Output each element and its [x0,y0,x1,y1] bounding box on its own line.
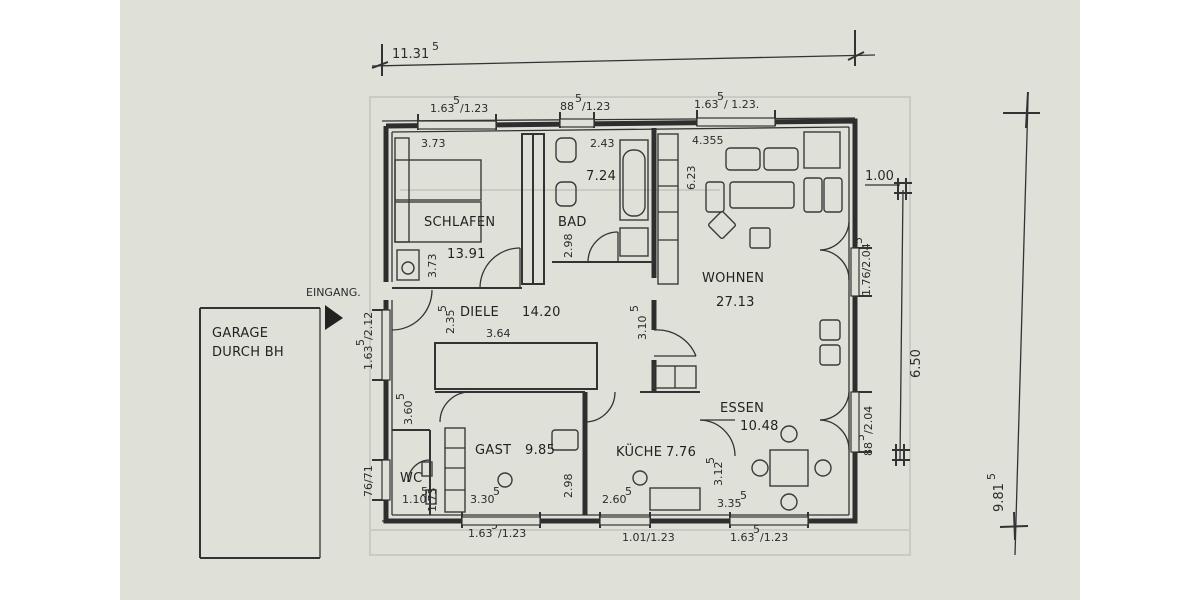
gast-width: 3.30 [470,493,495,506]
kueche-width: 2.60 [602,493,627,506]
garage-label-line1: GARAGE [212,326,268,341]
diele-name: DIELE [460,305,499,320]
essen-width-sup: 5 [740,489,747,502]
right-depth-dimension: 6.50 1.00 [865,169,924,466]
stair-length: 3.64 [486,327,511,340]
bad-width: 2.43 [590,137,615,150]
overall-width-sup: 5 [432,40,439,53]
right-window-lower-tail: /2.04 [862,406,875,434]
room-labels: SCHLAFEN 13.91 BAD 7.24 WOHNEN 27.13 DIE… [400,169,779,486]
plan-sheet: 11.31 5 9.81 5 6.50 1.00 1.63 5 /1 [120,0,1080,600]
garage-label-line2: DURCH BH [212,345,284,360]
left-window-upper-label: 1.63 [362,346,375,371]
kueche-name: KÜCHE [616,443,662,460]
bottom-window-right-tail: /1.23 [760,531,788,544]
right-depth-label: 6.50 [909,349,924,378]
overall-width-label: 11.31 [392,47,429,62]
right-window-upper-sup: 5 [852,237,865,244]
kueche-area: 7.76 [666,445,696,460]
bottom-window-right-label: 1.63 [730,531,755,544]
top-window-mid-label: 88 [560,100,574,113]
bad-name: BAD [558,215,587,230]
gast-name: GAST [475,443,511,458]
room-dimension-labels: 3.73 3.73 2.43 2.98 4.355 6.23 2.35 5 3.… [394,134,747,512]
gast-depth: 3.60 [402,401,415,426]
gast-height: 2.98 [562,474,575,499]
gast-area: 9.85 [525,443,555,458]
right-window-lower-label: 88 [862,442,875,456]
essen-name: ESSEN [720,401,764,416]
bad-area: 7.24 [586,169,616,184]
left-window-upper-tail: /2.12 [362,312,375,340]
top-window-right-label: 1.63 [694,98,719,111]
top-window-mid-tail: /1.23 [582,100,610,113]
right-window-upper-label: 1.76/2.04 [860,243,873,296]
gast-width-sup: 5 [493,485,500,498]
wc-depth: 1.73 [426,488,439,513]
top-window-left-tail: /1.23 [460,102,488,115]
top-window-left-sup: 5 [453,94,460,107]
diele-area: 14.20 [522,305,561,320]
bleed-through-ghost [369,96,911,556]
diele-depth: 2.35 [444,310,457,335]
wohnen-depth: 6.23 [685,166,698,191]
interior-walls [392,128,700,515]
essen-area: 10.48 [740,419,779,434]
left-window-lower-label: 76/71 [362,465,375,497]
wohnen-width: 4.355 [692,134,724,147]
top-window-mid-sup: 5 [575,92,582,105]
schlafen-depth: 3.73 [426,254,439,279]
right-offset-label: 1.00 [865,169,894,184]
bad-depth: 2.98 [562,234,575,259]
essen-width: 3.35 [717,497,742,510]
wohnen-area: 27.13 [716,295,755,310]
kitchen-wall-sup: 5 [628,305,641,312]
left-window-upper-sup: 5 [354,339,367,346]
overall-depth-dimension: 9.81 5 [985,91,1040,556]
bottom-window-left-label: 1.63 [468,527,493,540]
bottom-window-right-sup: 5 [753,523,760,536]
schlafen-area: 13.91 [447,247,486,262]
top-window-left-label: 1.63 [430,102,455,115]
kueche-width-sup: 5 [625,485,632,498]
garage-outline: GARAGE DURCH BH [199,307,321,559]
door-swings [391,221,850,483]
kueche-depth-sup: 5 [704,457,717,464]
gast-depth-sup: 5 [394,393,407,400]
right-window-lower-sup: 5 [854,434,867,441]
bottom-window-mid-label: 1.01/1.23 [622,531,675,544]
wohnen-name: WOHNEN [702,271,764,286]
entrance-label: EINGANG. [306,286,361,299]
wc-width-sup: 5 [421,485,428,498]
floor-plan: 11.31 5 9.81 5 6.50 1.00 1.63 5 /1 [199,30,1040,559]
kueche-depth: 3.12 [712,462,725,487]
top-window-right-sup: 5 [717,90,724,103]
wc-width: 1.10 [402,493,427,506]
bottom-window-left-tail: /1.23 [498,527,526,540]
diele-depth-sup: 5 [436,305,449,312]
overall-depth-sup: 5 [985,473,998,480]
top-window-right-tail: / 1.23. [724,98,759,111]
overall-width-dimension: 11.31 5 [371,30,876,76]
exterior-walls [381,117,860,526]
kitchen-wall-dim: 3.10 [636,316,649,341]
wc-name: WC [400,471,423,486]
furniture [394,131,843,513]
entrance-marker: EINGANG. [306,286,361,330]
schlafen-width: 3.73 [421,137,446,150]
overall-depth-label: 9.81 [992,483,1007,512]
schlafen-name: SCHLAFEN [424,215,495,230]
